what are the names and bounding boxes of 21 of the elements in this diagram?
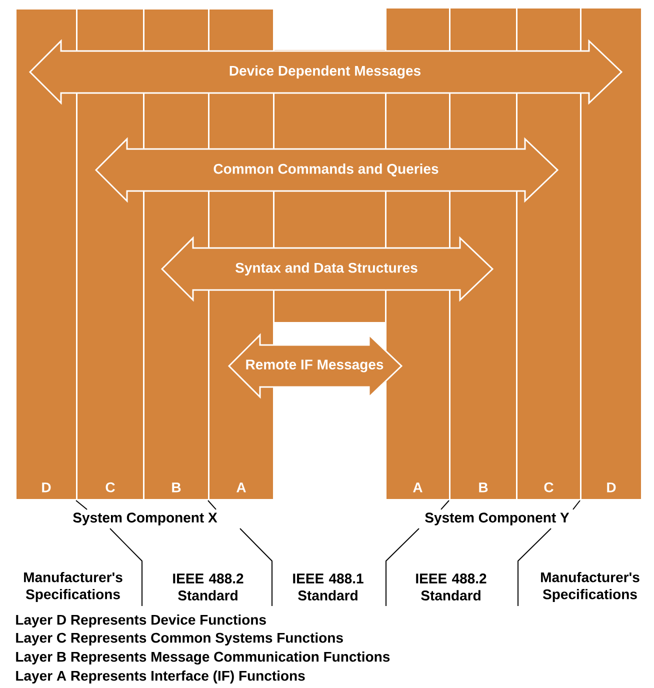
component-label: System Component X <box>73 512 218 526</box>
component-label: System Component Y <box>425 512 570 526</box>
leader-line <box>518 528 552 606</box>
label-text: Layer C Represents Common Systems Functions <box>16 632 343 646</box>
label-text: Layer B Represents Message Communication Functions <box>16 651 390 665</box>
label-text: Manufacturer's Specifications <box>541 572 640 602</box>
label-text: Layer D Represents Device Functions <box>16 614 266 628</box>
leader-line <box>208 500 216 510</box>
label-text: IEEE 488.1 Standard <box>293 574 364 600</box>
label-text: IEEE 488.2 Standard <box>416 574 486 600</box>
layer-column: D <box>580 7 642 500</box>
label-text: Layer A Represents Interface (IF) Functions <box>16 670 305 684</box>
leader-line <box>386 528 420 606</box>
leader-line <box>440 500 450 510</box>
leader-line <box>572 500 580 510</box>
label-text: Manufacturer's Specifications <box>24 572 122 602</box>
leader-line <box>76 500 88 510</box>
leader-line <box>240 528 272 606</box>
label-text: IEEE 488.2 Standard <box>173 574 244 600</box>
layer-column: D <box>15 8 78 500</box>
leader-line <box>110 528 142 606</box>
